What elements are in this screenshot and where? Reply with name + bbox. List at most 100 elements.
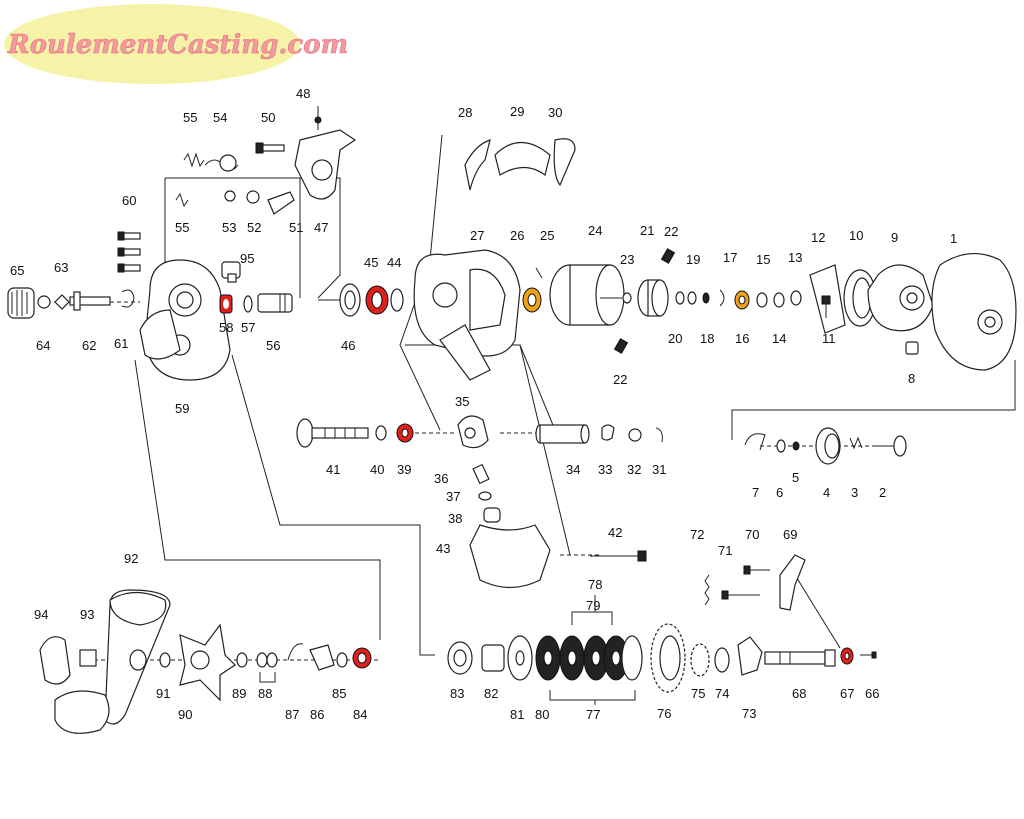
part-64-washer xyxy=(37,295,51,309)
callout-81: 81 xyxy=(510,707,524,722)
callout-43: 43 xyxy=(436,541,450,556)
watermark-logo: RoulementCasting.com xyxy=(4,4,348,84)
callout-12: 12 xyxy=(811,230,825,245)
callout-47: 47 xyxy=(314,220,328,235)
part-71-screw xyxy=(721,590,760,600)
part-34-tube xyxy=(535,424,590,444)
part-90-star-drag xyxy=(179,623,236,702)
part-39-bearing xyxy=(396,423,414,443)
part-42-screw xyxy=(590,550,647,562)
part-17-spring xyxy=(719,289,725,307)
callout-94: 94 xyxy=(34,607,48,622)
callout-72: 72 xyxy=(690,527,704,542)
part-88-washers xyxy=(256,652,278,668)
callout-51: 51 xyxy=(289,220,303,235)
callout-53: 53 xyxy=(222,220,236,235)
part-5-clip xyxy=(792,441,800,451)
callout-61: 61 xyxy=(114,336,128,351)
callout-92: 92 xyxy=(124,551,138,566)
part-18-clip xyxy=(702,292,710,304)
callout-22-top: 22 xyxy=(664,224,678,239)
part-13-washer xyxy=(790,290,802,306)
callout-8: 8 xyxy=(908,371,915,386)
part-6-washer xyxy=(776,439,786,453)
part-40-washer xyxy=(375,425,387,441)
part-35-pawl-block xyxy=(457,415,489,449)
part-54-spring xyxy=(204,154,239,172)
part-15-washer xyxy=(756,292,768,308)
part-65-drag-star xyxy=(7,287,35,319)
callout-40: 40 xyxy=(370,462,384,477)
part-53-washer xyxy=(224,190,236,202)
part-19-washer xyxy=(687,291,697,305)
callout-91: 91 xyxy=(156,686,170,701)
callout-46: 46 xyxy=(341,338,355,353)
part-60-screws xyxy=(117,231,141,273)
part-67-bearing xyxy=(840,647,854,665)
part-76-main-gear xyxy=(650,623,686,693)
part-16-bearing xyxy=(734,290,750,310)
part-14-washer xyxy=(773,292,785,308)
part-55-springs xyxy=(175,152,205,208)
callout-1: 1 xyxy=(950,231,957,246)
callout-59: 59 xyxy=(175,401,189,416)
callout-33: 33 xyxy=(598,462,612,477)
part-27-frame xyxy=(413,249,521,381)
part-61-clip xyxy=(121,289,135,308)
part-43-line-guide xyxy=(469,524,551,589)
part-30-guide xyxy=(553,138,576,187)
callout-22-bottom: 22 xyxy=(613,372,627,387)
part-9-cover xyxy=(867,264,934,332)
part-95-cap xyxy=(221,261,241,283)
part-31-clip xyxy=(655,427,663,443)
callout-10: 10 xyxy=(849,228,863,243)
callout-67: 67 xyxy=(840,686,854,701)
callout-42: 42 xyxy=(608,525,622,540)
callout-39: 39 xyxy=(397,462,411,477)
part-83-bearing xyxy=(447,641,473,675)
callout-57: 57 xyxy=(241,320,255,335)
part-20-washer xyxy=(675,291,685,305)
callout-75: 75 xyxy=(691,686,705,701)
callout-5: 5 xyxy=(792,470,799,485)
part-81-washer xyxy=(507,635,533,681)
callout-24: 24 xyxy=(588,223,602,238)
callout-85: 85 xyxy=(332,686,346,701)
callout-70: 70 xyxy=(745,527,759,542)
part-22-pin-top xyxy=(660,248,676,264)
callout-88: 88 xyxy=(258,686,272,701)
part-91-washer xyxy=(159,652,171,668)
callout-83: 83 xyxy=(450,686,464,701)
callout-26: 26 xyxy=(510,228,524,243)
callout-78: 78 xyxy=(588,577,602,592)
callout-29: 29 xyxy=(510,104,524,119)
part-26-bearing xyxy=(522,287,542,313)
part-24-spool xyxy=(549,264,625,326)
part-73-ratchet xyxy=(737,636,763,676)
callout-82: 82 xyxy=(484,686,498,701)
callout-90: 90 xyxy=(178,707,192,722)
callout-74: 74 xyxy=(715,686,729,701)
callout-41: 41 xyxy=(326,462,340,477)
callout-19: 19 xyxy=(686,252,700,267)
part-11-screw xyxy=(821,295,831,318)
part-23-washer xyxy=(622,292,632,304)
callout-89: 89 xyxy=(232,686,246,701)
watermark-text: RoulementCasting.com xyxy=(7,30,348,60)
part-56-pinion xyxy=(257,293,293,313)
callout-17: 17 xyxy=(723,250,737,265)
callout-23: 23 xyxy=(620,252,634,267)
part-21-drum xyxy=(637,279,669,317)
part-3-spring xyxy=(849,436,863,450)
callout-9: 9 xyxy=(891,230,898,245)
callout-68: 68 xyxy=(792,686,806,701)
callout-73: 73 xyxy=(742,706,756,721)
part-82-collar xyxy=(481,644,505,672)
callout-37: 37 xyxy=(446,489,460,504)
callout-4: 4 xyxy=(823,485,830,500)
part-38-cap xyxy=(483,507,501,523)
part-52-washer xyxy=(246,190,260,204)
callout-27: 27 xyxy=(470,228,484,243)
part-57-washer xyxy=(243,295,253,313)
